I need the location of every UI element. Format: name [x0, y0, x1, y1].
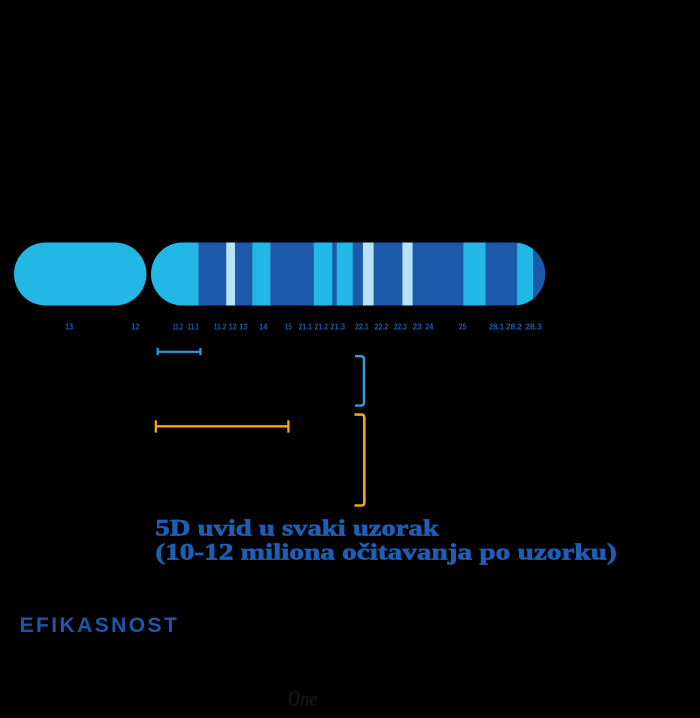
svg-text:EFIKASNOST: EFIKASNOST — [20, 614, 177, 637]
svg-text:12: 12 — [131, 322, 139, 332]
svg-text:5D uvid u svaki uzorak: 5D uvid u svaki uzorak — [155, 515, 440, 541]
svg-text:21.2: 21.2 — [314, 322, 328, 332]
svg-text:12: 12 — [229, 322, 237, 332]
svg-text:22.3: 22.3 — [394, 322, 407, 332]
svg-text:11.1: 11.1 — [187, 322, 199, 332]
svg-text:24: 24 — [425, 322, 434, 332]
svg-text:25: 25 — [459, 322, 467, 332]
svg-text:15: 15 — [285, 322, 292, 332]
svg-text:22.2: 22.2 — [374, 322, 388, 332]
svg-text:22.1: 22.1 — [355, 322, 369, 332]
svg-text:21.1: 21.1 — [298, 322, 312, 332]
svg-text:28.1: 28.1 — [489, 322, 504, 332]
svg-text:28.2: 28.2 — [506, 322, 522, 332]
svg-text:11.2: 11.2 — [214, 322, 227, 332]
svg-text:21.3: 21.3 — [330, 322, 345, 332]
svg-text:11.2: 11.2 — [173, 322, 183, 332]
svg-text:One: One — [288, 686, 317, 711]
svg-text:13: 13 — [65, 322, 73, 332]
svg-text:28.3: 28.3 — [525, 322, 542, 332]
svg-text:13: 13 — [239, 322, 247, 332]
svg-text:(10-12 miliona očitavanja po u: (10-12 miliona očitavanja po uzorku) — [155, 540, 616, 566]
svg-text:23: 23 — [412, 322, 422, 332]
svg-text:14: 14 — [259, 322, 268, 332]
